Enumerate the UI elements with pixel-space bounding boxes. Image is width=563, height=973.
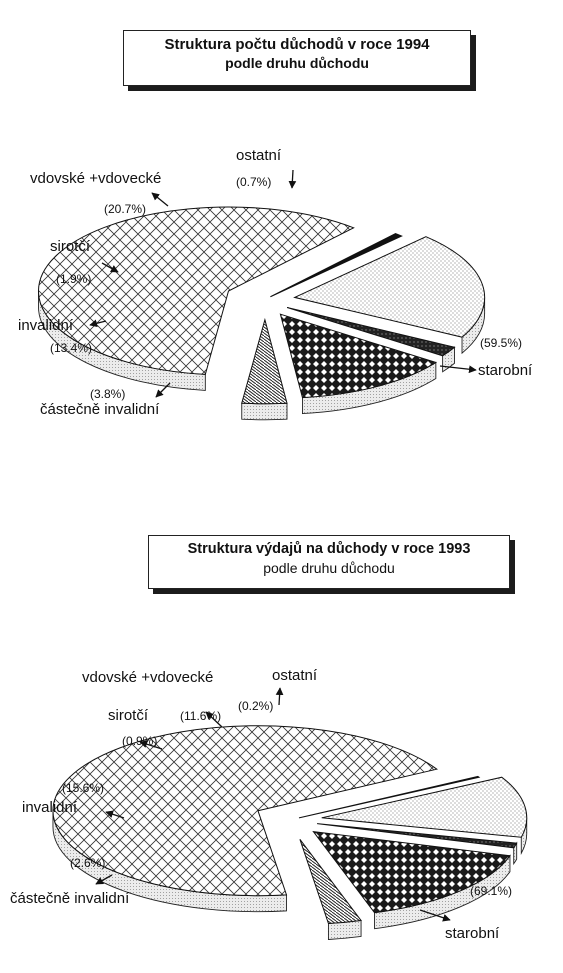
chart1-label-sirotci: sirotčí: [50, 238, 91, 255]
chart2-label-starobni: starobní: [445, 925, 500, 942]
chart1-slice-castecne-invalidni: [241, 317, 288, 405]
chart2-pie: starobní (69.1%) ostatní (0.2%) vdovské +vdo…: [10, 667, 528, 942]
chart2-subtitle: podle druhu důchodu: [263, 560, 395, 576]
chart1-slice-starobni: [37, 206, 355, 375]
chart2-slice-ostatni: [298, 775, 481, 819]
chart2-label-sirotci: sirotčí: [108, 707, 149, 724]
chart1-label-vdovske-vdovecke: vdovské +vdovecké: [30, 170, 161, 187]
chart1-subtitle: podle druhu důchodu: [225, 55, 369, 71]
chart1-pct-vdovske-vdovecke: (20.7%): [104, 202, 146, 216]
chart2-slice-invalidni: [312, 830, 511, 914]
chart2-title: Struktura výdajů na důchody v roce 1993: [187, 541, 471, 557]
chart1-arrow-sirotci: [101, 262, 119, 273]
chart1-title-box: Struktura počtu důchodů v roce 1994 podl…: [123, 30, 471, 86]
chart2-slice-vdovske-vdovecke: [321, 776, 528, 838]
chart1-slice-invalidni: [279, 313, 438, 399]
chart1-slice-sirotci: [286, 307, 456, 357]
chart2-arrow-sirotci: [139, 740, 163, 750]
chart1-slice-vdovske-vdovecke: [293, 236, 486, 338]
chart1-label-castecne-invalidni: částečně invalidní: [40, 401, 160, 418]
chart2-label-vdovske-vdovecke: vdovské +vdovecké: [82, 669, 213, 686]
chart2-label-castecne-invalidni: částečně invalidní: [10, 890, 130, 907]
chart1-pie: starobní (59.5%) ostatní (0.7%) vdovské +vdo…: [18, 147, 533, 421]
chart2-pct-ostatni: (0.2%): [238, 699, 273, 713]
chart2-slice-castecne-invalidni: [299, 839, 362, 925]
chart1-arrow-vdovske-vdovecke: [151, 192, 169, 207]
chart2-slice-starobni: [52, 725, 439, 897]
chart2-label-invalidni: invalidní: [22, 799, 78, 816]
chart1-arrow-starobni: [439, 365, 477, 374]
chart2-arrow-invalidni: [105, 810, 125, 819]
chart1-slice-side-castecne-invalidni: [241, 402, 288, 421]
chart2-arrow-starobni: [419, 909, 451, 922]
chart1-arrow-invalidni: [89, 319, 107, 328]
chart1-slice-ostatni: [270, 233, 403, 298]
chart1-label-ostatni: ostatní: [236, 147, 282, 164]
chart2-title-box: Struktura výdajů na důchody v roce 1993 …: [148, 535, 510, 589]
chart1-label-invalidni: invalidní: [18, 317, 74, 334]
chart1-arrow-castecne-invalidni: [155, 382, 171, 398]
chart2-arrow-castecne-invalidni: [95, 874, 113, 885]
chart1-arrow-ostatni: [288, 169, 297, 189]
chart2-slice-sirotci: [317, 823, 518, 849]
chart2-arrow-ostatni: [275, 687, 284, 706]
chart1-pct-ostatni: (0.7%): [236, 175, 271, 189]
chart2-pct-castecne-invalidni: (2.6%): [70, 856, 105, 870]
chart1-pct-invalidni: (13.4%): [50, 341, 92, 355]
chart2-pct-starobni: (69.1%): [470, 884, 512, 898]
chart1-pct-starobni: (59.5%): [480, 336, 522, 350]
chart1-pct-sirotci: (1.9%): [56, 272, 91, 286]
chart1-title: Struktura počtu důchodů v roce 1994: [164, 36, 430, 53]
chart1-pct-castecne-invalidni: (3.8%): [90, 387, 125, 401]
chart2-arrow-vdovske-vdovecke: [205, 711, 223, 728]
chart1-label-starobni: starobní: [478, 362, 533, 379]
chart2-pct-invalidni: (15.6%): [62, 781, 104, 795]
chart2-label-ostatni: ostatní: [272, 667, 318, 684]
